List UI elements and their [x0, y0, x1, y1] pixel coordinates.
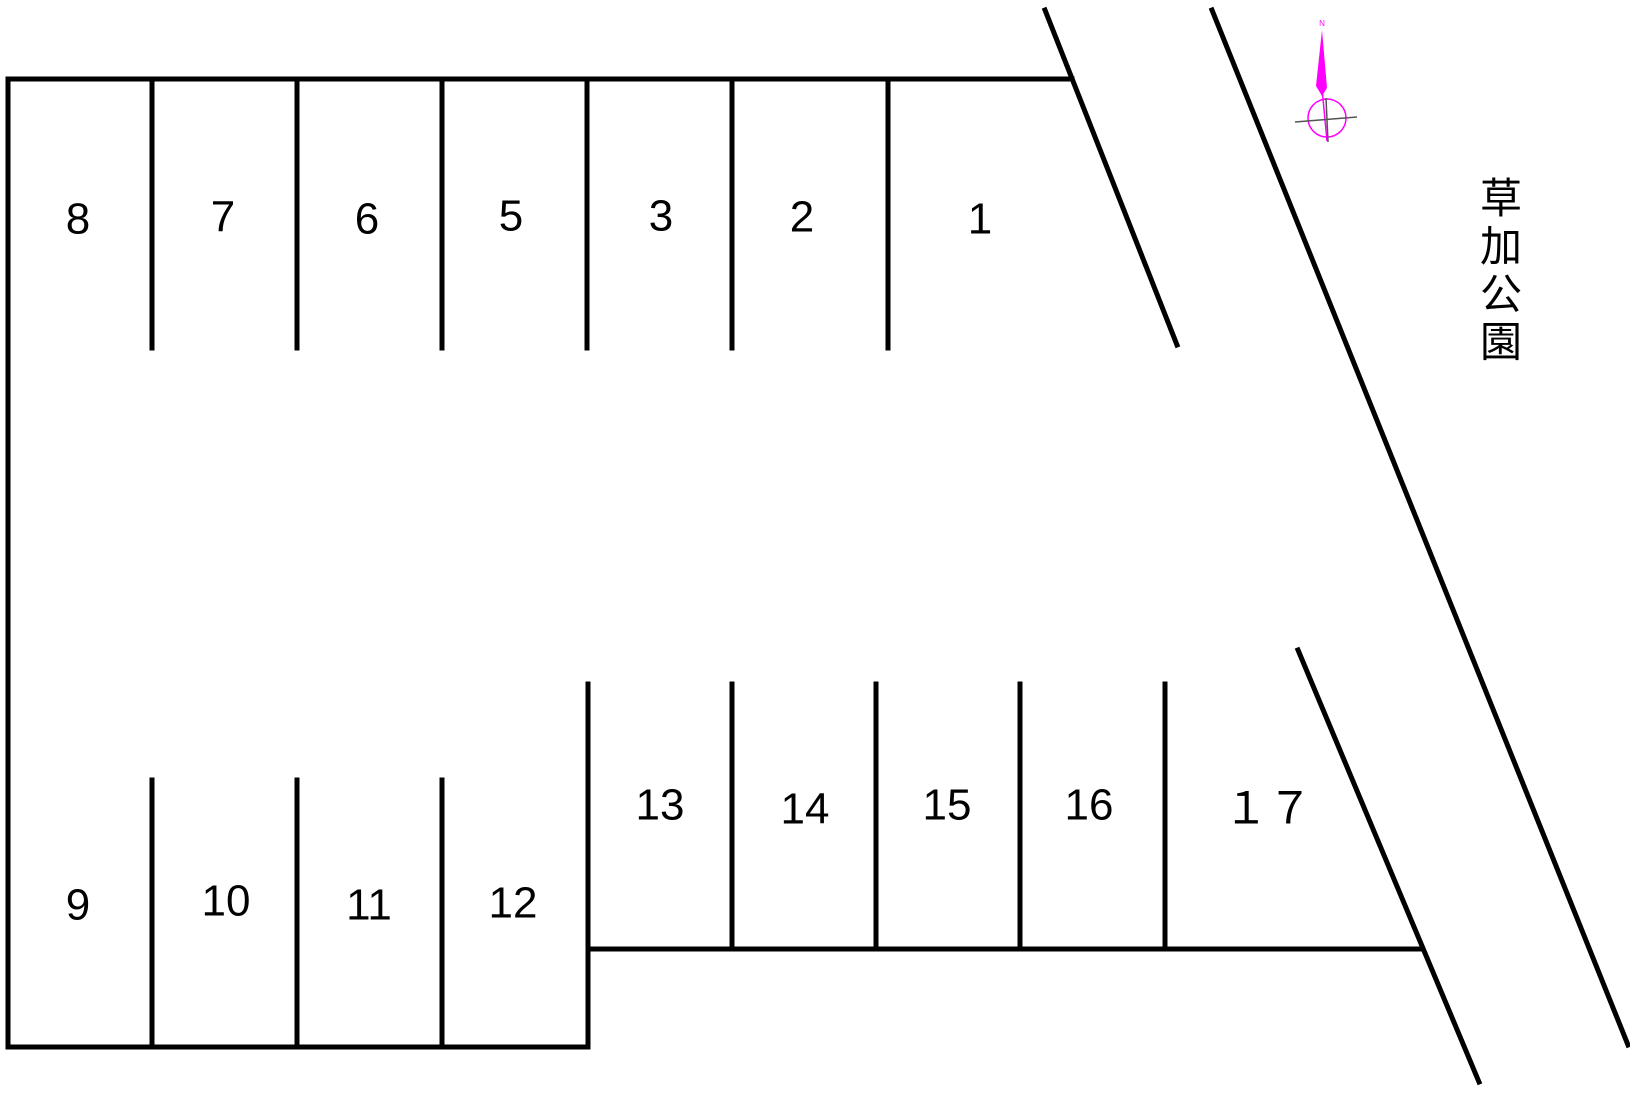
space-number: 10: [202, 877, 251, 926]
space-number: 12: [489, 879, 538, 928]
space-number: 11: [346, 881, 392, 930]
space-number: 7: [211, 193, 235, 242]
top-row-dividers: [149, 76, 891, 351]
road-edge-line-outer: [1208, 6, 1630, 1049]
road-edge-line-inner-lower: [1294, 646, 1483, 1086]
compass-icon: N: [1294, 19, 1358, 143]
top-row-labels: 8 7 6 5 3 2 1: [66, 192, 992, 244]
bottom-left-row-labels: 9 10 11 12: [66, 877, 538, 930]
north-letter: N: [1319, 19, 1325, 28]
compass-stem: [1321, 87, 1328, 142]
space-number: 5: [499, 192, 523, 241]
road-name-label: 草加公園: [1480, 174, 1522, 367]
north-arrow-icon: [1316, 30, 1327, 96]
space-number: 13: [636, 781, 685, 830]
space-number: １７: [1224, 785, 1312, 834]
compass-crosshair: [1325, 97, 1329, 143]
bottom-right-row-dividers: [729, 681, 1168, 952]
compass-crosshair: [1294, 116, 1358, 123]
space-number: 15: [923, 781, 972, 830]
space-number: 3: [649, 192, 673, 241]
road-edge-line-inner-upper: [1041, 6, 1181, 349]
bottom-right-row-labels: 13 14 15 16 １７: [636, 781, 1312, 834]
space-number: 8: [66, 195, 90, 244]
space-number: 6: [355, 195, 379, 244]
space-number: 14: [781, 785, 830, 834]
bottom-left-row-dividers: [149, 777, 445, 1050]
space-number: 1: [968, 195, 992, 244]
road-edges: [1041, 6, 1630, 1086]
space-number: 2: [790, 193, 814, 242]
space-number: 9: [66, 881, 90, 930]
space-number: 16: [1065, 781, 1114, 830]
